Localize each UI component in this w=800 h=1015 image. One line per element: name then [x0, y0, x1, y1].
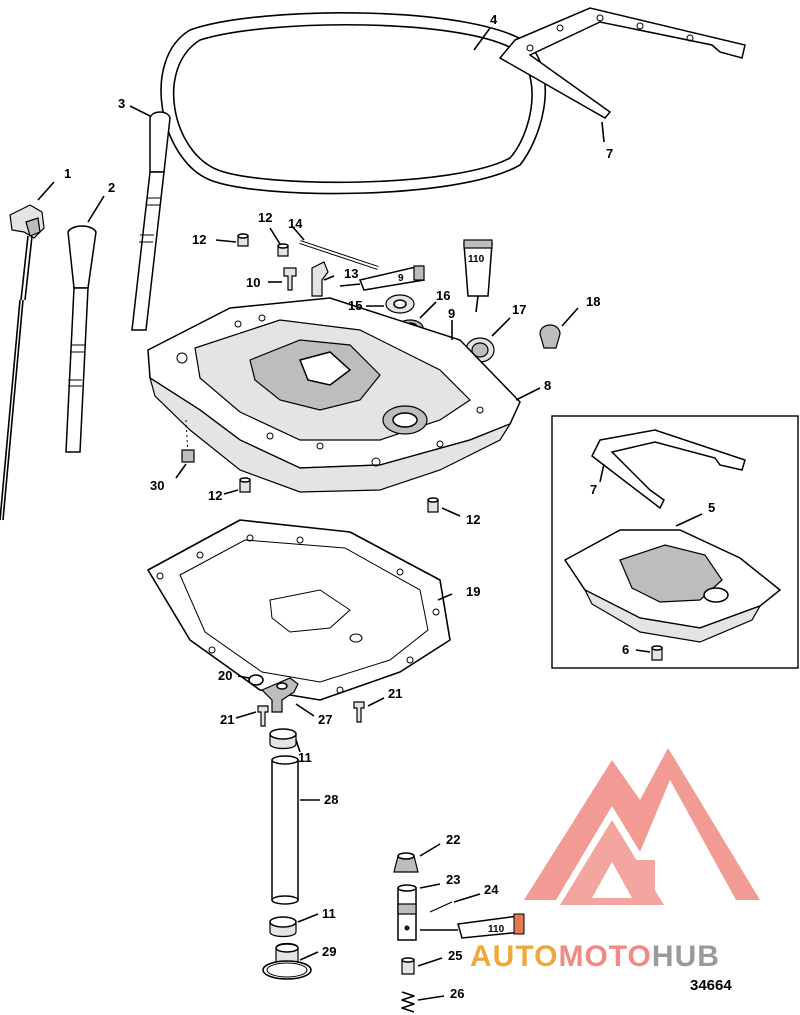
callout-7-top: 7 [606, 146, 613, 161]
callout-11-top: 11 [298, 750, 312, 765]
callout-4: 4 [490, 12, 498, 27]
part-1-dipstick [0, 204, 45, 521]
leader-lines [37, 27, 703, 1001]
part-19-gasket [147, 519, 451, 701]
part-27-bracket [260, 677, 299, 713]
part-2-dipstick-tube [65, 225, 97, 453]
callout-23: 23 [446, 872, 460, 887]
brand-hub: HUB [652, 940, 720, 973]
brand-wordmark: AUTOMOTOHUB [470, 940, 720, 973]
callout-17: 17 [512, 302, 526, 317]
logo-triangle-outer [524, 748, 760, 900]
callout-25: 25 [448, 948, 462, 963]
part-26-spring [401, 991, 415, 1013]
part-10-bolt [283, 267, 297, 291]
part-8-adapter-plate [147, 297, 521, 493]
callout-29: 29 [322, 944, 336, 959]
part-29-seal [262, 942, 312, 980]
lower-shaft-assembly [248, 674, 365, 980]
callout-6: 6 [622, 642, 629, 657]
part-20-o-ring [248, 674, 264, 686]
callout-5: 5 [708, 500, 715, 515]
callout-21-right: 21 [388, 686, 402, 701]
callout-12-d: 12 [466, 512, 480, 527]
brand-logo [524, 748, 760, 905]
callout-11-bottom: 11 [322, 906, 336, 921]
callout-14: 14 [288, 216, 303, 231]
inset-panel [551, 415, 799, 669]
callout-2: 2 [108, 180, 115, 195]
callout-27: 27 [318, 712, 332, 727]
callout-28: 28 [324, 792, 338, 807]
lube-tube-9-label: 9 [398, 273, 404, 284]
callout-21-left: 21 [220, 712, 234, 727]
part-21-screw-right [353, 701, 365, 723]
part-3-tube [131, 111, 171, 331]
callout-22: 22 [446, 832, 460, 847]
part-7-seal-top [498, 7, 746, 119]
callout-16: 16 [436, 288, 450, 303]
callout-9-plug: 9 [448, 306, 455, 321]
part-7-seal-inset [591, 429, 746, 510]
part-30-plug [181, 449, 195, 463]
lube-tube-110-top-label: 110 [468, 254, 485, 265]
part-13-elbow-fitting [311, 261, 329, 297]
lube-tube-110-top: 110 [463, 239, 493, 313]
part-4-cowl-seal [160, 12, 546, 195]
callout-26: 26 [450, 986, 464, 1001]
callout-15: 15 [348, 298, 362, 313]
callout-1: 1 [64, 166, 71, 181]
callout-30: 30 [150, 478, 164, 493]
callout-8: 8 [544, 378, 551, 393]
callout-labels: 1 2 3 4 5 6 7 7 8 9 10 11 11 12 12 12 12… [64, 12, 715, 1001]
callout-3: 3 [118, 96, 125, 111]
part-5-adapter-plate-inset [563, 529, 782, 643]
callout-24: 24 [484, 882, 499, 897]
callout-20: 20 [218, 668, 232, 683]
part-21-screw-left [257, 705, 269, 727]
part-18-cap [539, 324, 561, 349]
lower-right-parts: 110 [393, 852, 525, 1013]
callout-18: 18 [586, 294, 600, 309]
lube-tube-110-bottom: 110 [420, 913, 525, 939]
lube-tube-9: 9 [339, 265, 425, 291]
callout-12-b: 12 [258, 210, 272, 225]
lube-tube-110-bottom-label: 110 [488, 924, 505, 935]
callout-13: 13 [344, 266, 358, 281]
document-number: 34664 [690, 977, 732, 994]
callout-10: 10 [246, 275, 260, 290]
part-28-shift-tube [271, 759, 299, 901]
svg-text:AUTOMOTOHUB: AUTOMOTOHUB [470, 940, 720, 973]
callout-19: 19 [466, 584, 480, 599]
part-24-pin [429, 901, 453, 913]
logo-g-cut [592, 862, 632, 898]
brand-moto: MOTO [558, 940, 651, 973]
callout-12-a: 12 [192, 232, 206, 247]
callout-7-inset: 7 [590, 482, 597, 497]
callout-12-c: 12 [208, 488, 222, 503]
inset-border [551, 415, 799, 669]
brand-auto: AUTO [470, 940, 558, 973]
